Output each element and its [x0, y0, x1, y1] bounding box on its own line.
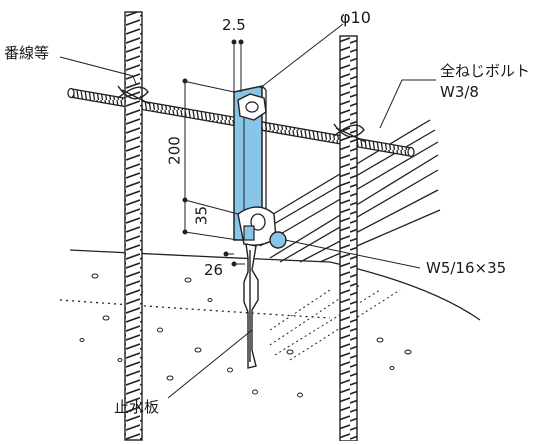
full-thread-bolt-size-label: W3/8 — [440, 83, 479, 101]
gravel-texture — [79, 273, 412, 398]
dimension-lines — [182, 39, 245, 267]
hex-nut — [237, 93, 267, 121]
rebar-left — [124, 11, 143, 441]
waterstop-label: 止水板 — [114, 398, 160, 416]
leader-lines — [59, 23, 436, 399]
dim-plate-thickness: 2.5 — [222, 16, 246, 34]
bolt-spec-label: W5/16×35 — [426, 259, 507, 277]
clamp-bolt — [237, 206, 287, 249]
dim-height-main: 200 — [165, 136, 184, 165]
rebar-right — [339, 35, 358, 442]
dim-offset: 26 — [204, 261, 224, 279]
rod-diameter-label: φ10 — [340, 8, 371, 27]
binding-wire-label: 番線等 — [4, 44, 50, 62]
full-thread-bolt-label: 全ねじボルト — [440, 62, 531, 80]
concrete-slab — [59, 249, 481, 321]
slab-hatching — [269, 284, 401, 361]
waterstop-plate — [243, 243, 259, 369]
dim-height-lower: 35 — [192, 205, 211, 226]
binding-wire — [117, 85, 367, 143]
